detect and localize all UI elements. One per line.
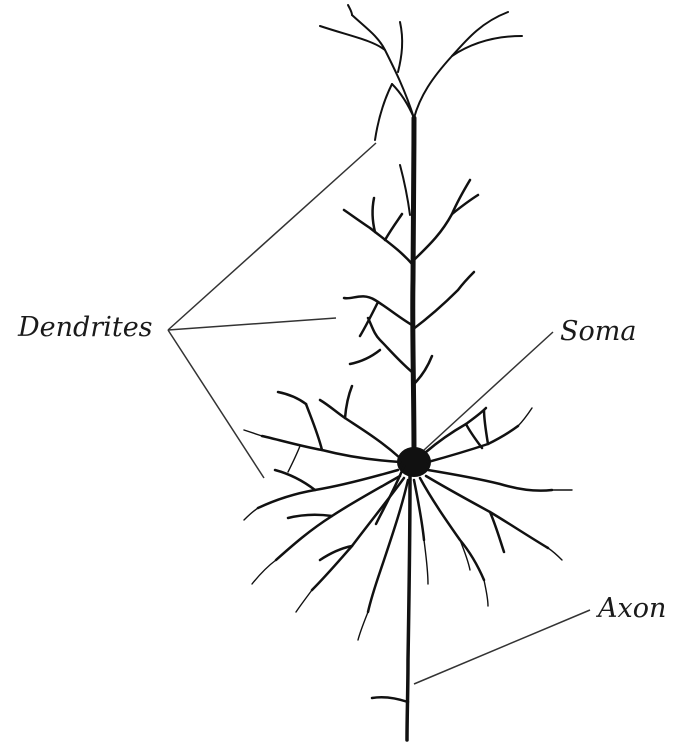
dendrites-leader-basal (168, 330, 264, 478)
basal-dendrites (258, 386, 552, 612)
soma-label: Soma (560, 318, 636, 345)
neuron-drawing (244, 5, 572, 740)
axon (407, 476, 410, 740)
dendrites-label: Dendrites (18, 314, 153, 341)
axon-collateral (372, 697, 408, 702)
dendrites-leader-oblique (168, 318, 336, 330)
axon-leader (414, 610, 590, 684)
soma-leader (424, 332, 553, 450)
axon-label: Axon (598, 595, 666, 622)
leader-lines (168, 143, 590, 684)
apical-tuft (320, 5, 522, 215)
dendrites-leader-apical (168, 143, 376, 330)
apical-dendrite-trunk (413, 118, 414, 455)
